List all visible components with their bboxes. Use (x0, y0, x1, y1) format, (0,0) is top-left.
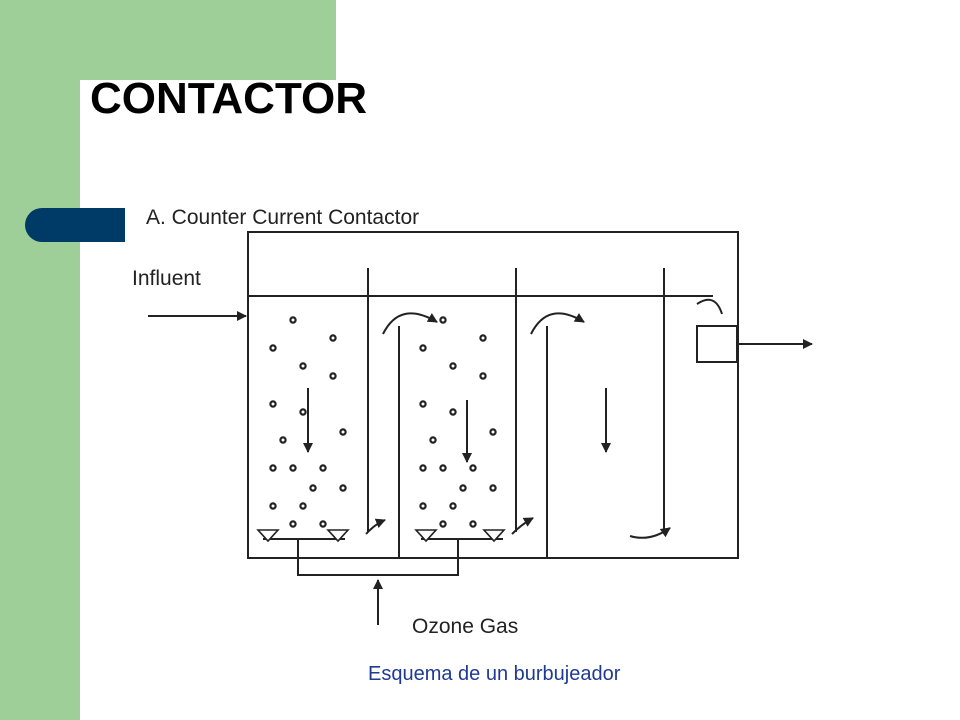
slide-title: CONTACTOR (90, 74, 368, 123)
sidebar-green-bar (0, 0, 80, 720)
diffusers (256, 529, 506, 543)
blue-accent-bar (25, 208, 125, 242)
curved-arrow-bottom-2 (511, 517, 534, 535)
diffuser (482, 529, 506, 543)
curved-arrow-weir (696, 298, 723, 315)
gas-bubbles (269, 316, 497, 528)
diffuser (414, 529, 438, 543)
curved-arrow-top-1 (382, 312, 438, 335)
diffuser (256, 529, 280, 543)
diffuser (326, 529, 350, 543)
ozone-gas-label: Ozone Gas (412, 615, 518, 638)
diagram-heading: A. Counter Current Contactor (146, 206, 419, 229)
top-green-band (80, 0, 336, 80)
curved-arrow-bottom-1 (365, 518, 386, 535)
flow-arrows (148, 298, 813, 625)
curved-arrow-bottom-3 (629, 527, 671, 539)
tank-structure (247, 231, 739, 576)
gas-distribution-pipe (297, 539, 459, 576)
outlet-weir-box (696, 325, 738, 363)
tank-outline (247, 231, 739, 559)
figure-caption: Esquema de un burbujeador (368, 663, 621, 685)
influent-label: Influent (132, 267, 201, 290)
curved-arrow-top-2 (530, 312, 585, 335)
